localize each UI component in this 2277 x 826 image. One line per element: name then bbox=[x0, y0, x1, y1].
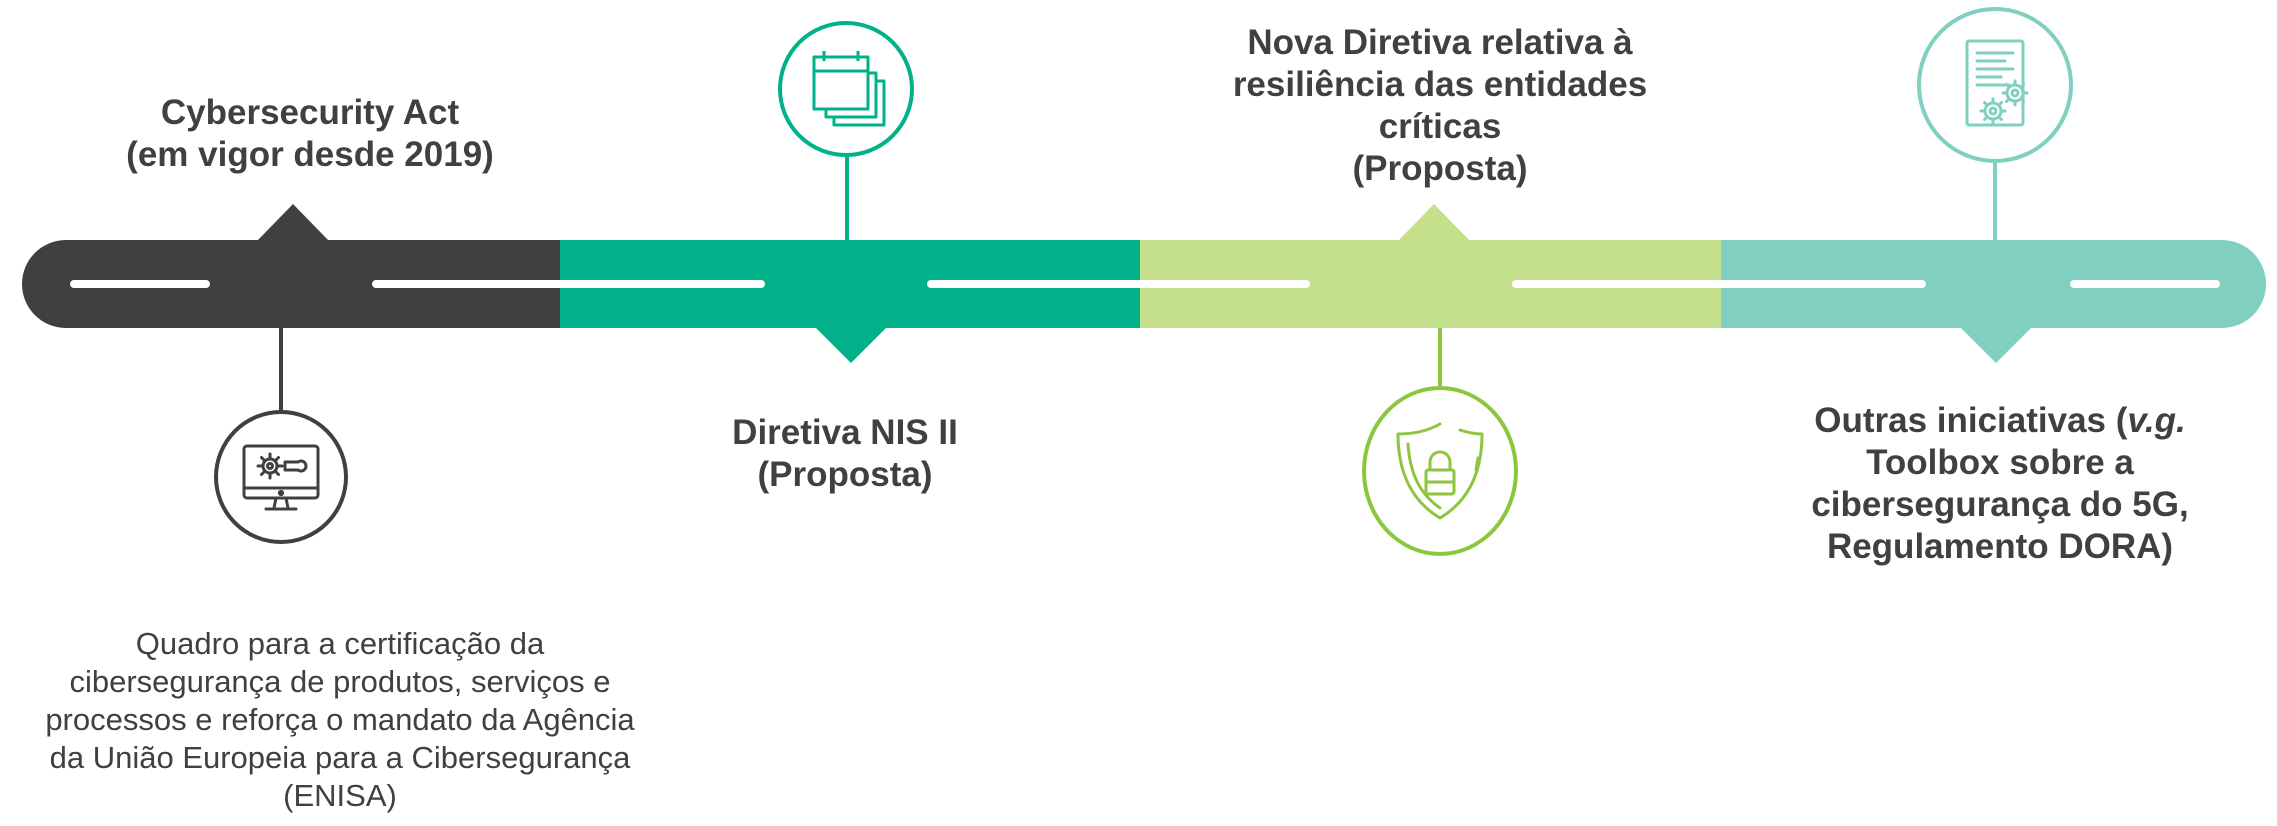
timeline-dash bbox=[2070, 280, 2220, 288]
pointer-down bbox=[1960, 327, 2032, 363]
connector-line bbox=[279, 328, 283, 414]
computer-gear-icon bbox=[242, 444, 320, 511]
pointer-up bbox=[1398, 204, 1470, 241]
connector-line bbox=[1438, 328, 1442, 388]
milestone-title: Diretiva NIS II (Proposta) bbox=[732, 413, 958, 494]
icon-circle bbox=[778, 21, 914, 157]
connector-line bbox=[1993, 163, 1997, 241]
icon-circle bbox=[1362, 386, 1518, 556]
timeline-dash bbox=[927, 280, 1310, 288]
calendar-icon bbox=[812, 51, 886, 127]
milestone-title: Cybersecurity Act (em vigor desde 2019) bbox=[126, 93, 494, 174]
pointer-up bbox=[257, 204, 329, 241]
icon-circle bbox=[214, 410, 348, 544]
connector-line bbox=[845, 157, 849, 241]
milestone-title: Outras iniciativas (v.g. Toolbox sobre a… bbox=[1811, 401, 2189, 566]
pointer-down bbox=[815, 327, 887, 363]
milestone-description: Quadro para a certificação da cibersegur… bbox=[45, 626, 635, 813]
document-gears-icon bbox=[1965, 39, 2029, 127]
shield-lock-icon bbox=[1396, 422, 1484, 520]
milestone-title: Nova Diretiva relativa à resiliência das… bbox=[1232, 23, 1648, 188]
timeline-dash bbox=[372, 280, 765, 288]
timeline-dash bbox=[1512, 280, 1926, 288]
timeline-dash bbox=[70, 280, 210, 288]
